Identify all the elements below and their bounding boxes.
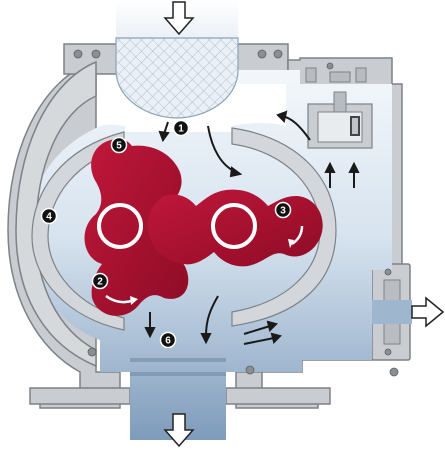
rotation-arrow-icon [291, 225, 304, 246]
callout-2: 2 [91, 272, 109, 290]
casing-outer-wall [15, 60, 97, 368]
rotor-shaft-left [97, 203, 143, 249]
callout-6: 6 [159, 331, 177, 349]
svg-text:4: 4 [46, 212, 52, 223]
callout-3: 3 [274, 201, 292, 219]
callout-5: 5 [110, 136, 128, 154]
valve-icon [305, 67, 373, 149]
bolt-icons [73, 49, 399, 377]
outlet-arrow-bottom-icon [163, 413, 195, 448]
callout-1: 1 [172, 119, 190, 137]
lobe-rotor-right [147, 189, 323, 267]
rotor-chamber-wall-right [231, 127, 337, 327]
svg-text:6: 6 [165, 336, 171, 347]
mesh-filter-icon [115, 37, 239, 119]
svg-text:3: 3 [280, 206, 286, 217]
flow-arrow-icon [144, 110, 360, 345]
outlet-duct-right [372, 300, 412, 324]
lobe-rotor-left [84, 139, 189, 316]
svg-text:5: 5 [116, 141, 122, 152]
rotor-shaft-right [211, 203, 257, 249]
svg-text:2: 2 [97, 277, 103, 288]
callout-4: 4 [40, 207, 58, 225]
rotor-chamber-wall-left [31, 131, 125, 331]
outlet-arrow-right-icon [411, 296, 445, 328]
inlet-arrow-icon [163, 1, 195, 36]
svg-text:1: 1 [178, 124, 184, 135]
